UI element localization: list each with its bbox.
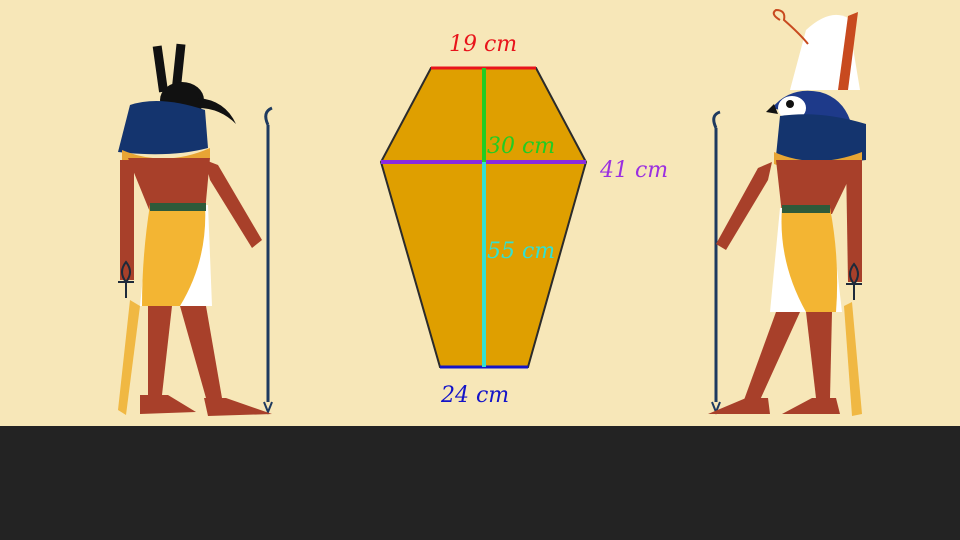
coffin-diagram: 19 cm 30 cm 41 cm 55 cm 24 cm [379,32,668,408]
bottom-width-label: 24 cm [440,383,509,408]
horus-deity-figure [708,8,866,416]
set-deity-figure [118,43,273,416]
top-width-label: 19 cm [449,32,517,57]
footer-bar [0,426,960,540]
middle-width-label: 41 cm [599,158,668,183]
upper-height-label: 30 cm [487,134,555,159]
lower-height-label: 55 cm [487,239,555,264]
